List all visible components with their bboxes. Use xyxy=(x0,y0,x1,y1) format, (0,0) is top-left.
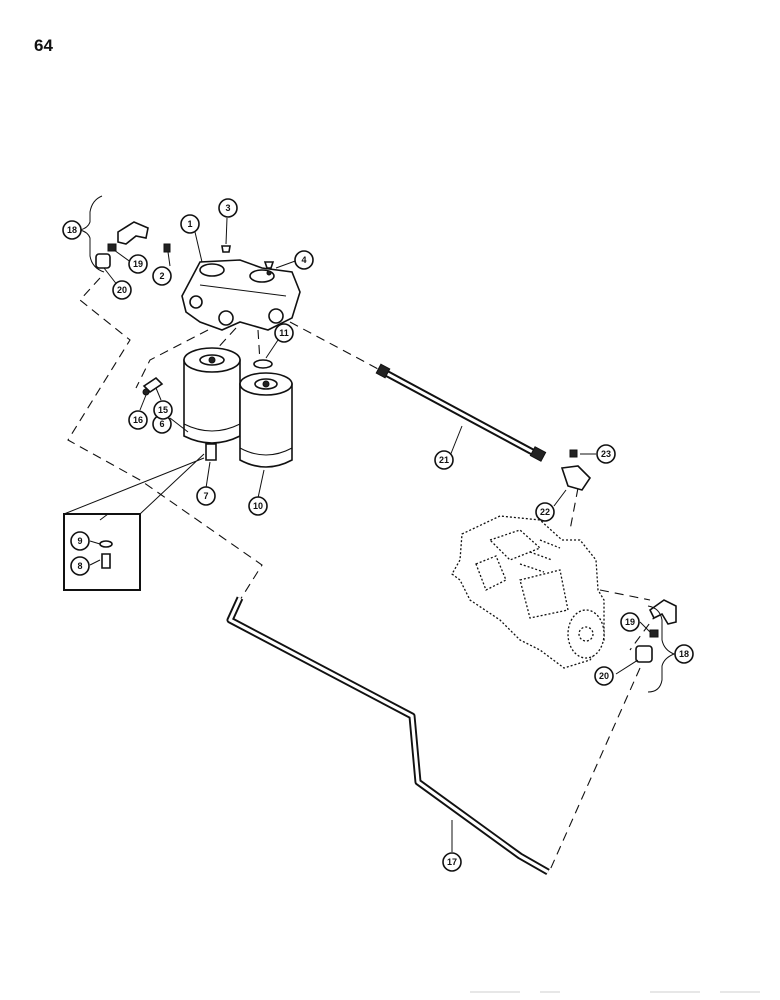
dashed-fuel-lines xyxy=(67,277,659,871)
svg-text:7: 7 xyxy=(203,491,208,501)
fuel-filter-10 xyxy=(239,372,293,468)
callout-11: 11 xyxy=(274,323,294,343)
callout-8: 8 xyxy=(70,556,90,576)
bleed-screw-2 xyxy=(163,243,171,253)
svg-text:4: 4 xyxy=(301,255,306,265)
callout-17: 17 xyxy=(442,852,462,872)
callout-4: 4 xyxy=(294,250,314,270)
callout-2: 2 xyxy=(152,266,172,286)
callout-20-right: 20 xyxy=(594,666,614,686)
callout-22: 22 xyxy=(535,502,555,522)
callout-21: 21 xyxy=(434,450,454,470)
callout-23: 23 xyxy=(596,444,616,464)
callouts: 1 2 3 4 6 7 8 9 10 11 15 16 17 18 18 19 … xyxy=(62,198,694,872)
callout-16: 16 xyxy=(128,410,148,430)
elbow-fitting-left xyxy=(95,221,149,269)
plug-3 xyxy=(221,245,231,253)
fuel-line-17 xyxy=(226,596,550,876)
o-ring-11 xyxy=(253,359,273,369)
svg-text:19: 19 xyxy=(133,259,143,269)
svg-text:8: 8 xyxy=(77,561,82,571)
svg-text:23: 23 xyxy=(601,449,611,459)
svg-text:21: 21 xyxy=(439,455,449,465)
injection-pump xyxy=(451,515,605,669)
plug-23 xyxy=(569,449,578,458)
callout-1: 1 xyxy=(180,214,200,234)
bolt-15-washer-16 xyxy=(142,376,164,396)
fuel-line-21 xyxy=(375,363,547,462)
elbow-fitting-22 xyxy=(560,465,592,491)
callout-15: 15 xyxy=(153,400,173,420)
svg-text:9: 9 xyxy=(77,536,82,546)
callout-19-left: 19 xyxy=(128,254,148,274)
page-number: 64 xyxy=(34,36,53,55)
svg-text:2: 2 xyxy=(159,271,164,281)
callout-7: 7 xyxy=(196,486,216,506)
callout-20-left: 20 xyxy=(112,280,132,300)
callout-18-right: 18 xyxy=(674,644,694,664)
callout-10: 10 xyxy=(248,496,268,516)
drain-plug-7 xyxy=(205,443,217,461)
svg-text:17: 17 xyxy=(447,857,457,867)
svg-text:1: 1 xyxy=(187,219,192,229)
callout-leaders xyxy=(89,217,651,852)
svg-text:11: 11 xyxy=(279,328,289,338)
svg-text:19: 19 xyxy=(625,617,635,627)
svg-text:3: 3 xyxy=(225,203,230,213)
callout-18-left: 18 xyxy=(62,220,82,240)
drain-plug-detail-inset xyxy=(63,453,205,591)
svg-text:18: 18 xyxy=(679,649,689,659)
fuel-filter-6 xyxy=(183,347,241,444)
callout-19-right: 19 xyxy=(620,612,640,632)
bracket-18-right xyxy=(647,605,676,693)
svg-text:20: 20 xyxy=(117,285,127,295)
screw-4 xyxy=(263,261,275,276)
svg-text:16: 16 xyxy=(133,415,143,425)
elbow-fitting-right xyxy=(635,599,677,663)
svg-text:15: 15 xyxy=(158,405,168,415)
svg-text:18: 18 xyxy=(67,225,77,235)
svg-text:10: 10 xyxy=(253,501,263,511)
svg-text:22: 22 xyxy=(540,507,550,517)
callout-9: 9 xyxy=(70,531,90,551)
svg-text:20: 20 xyxy=(599,671,609,681)
svg-text:6: 6 xyxy=(159,419,164,429)
callout-3: 3 xyxy=(218,198,238,218)
filter-head xyxy=(181,259,301,331)
